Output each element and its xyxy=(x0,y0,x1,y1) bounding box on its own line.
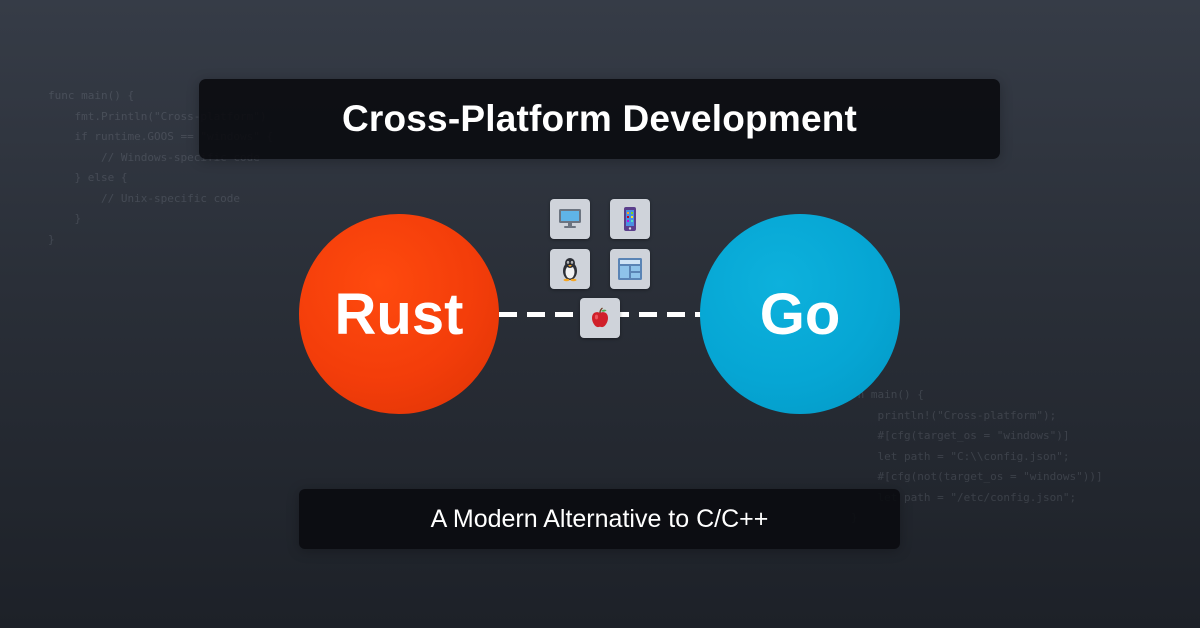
rust-label: Rust xyxy=(334,281,464,347)
subtitle-banner: A Modern Alternative to C/C++ xyxy=(299,489,900,549)
apple-icon xyxy=(580,298,620,338)
rust-code-snippet: fn main() { println!("Cross-platform"); … xyxy=(851,388,1103,524)
penguin-icon xyxy=(550,249,590,289)
rust-circle: Rust xyxy=(299,214,499,414)
page-title: Cross-Platform Development xyxy=(341,98,858,139)
title-banner: Cross-Platform Development xyxy=(199,79,1000,159)
subtitle: A Modern Alternative to C/C++ xyxy=(430,504,769,533)
go-label: Go xyxy=(759,281,841,347)
desktop-icon xyxy=(550,199,590,239)
mobile-phone-icon xyxy=(610,199,650,239)
go-circle: Go xyxy=(700,214,900,414)
window-grid-icon xyxy=(610,249,650,289)
